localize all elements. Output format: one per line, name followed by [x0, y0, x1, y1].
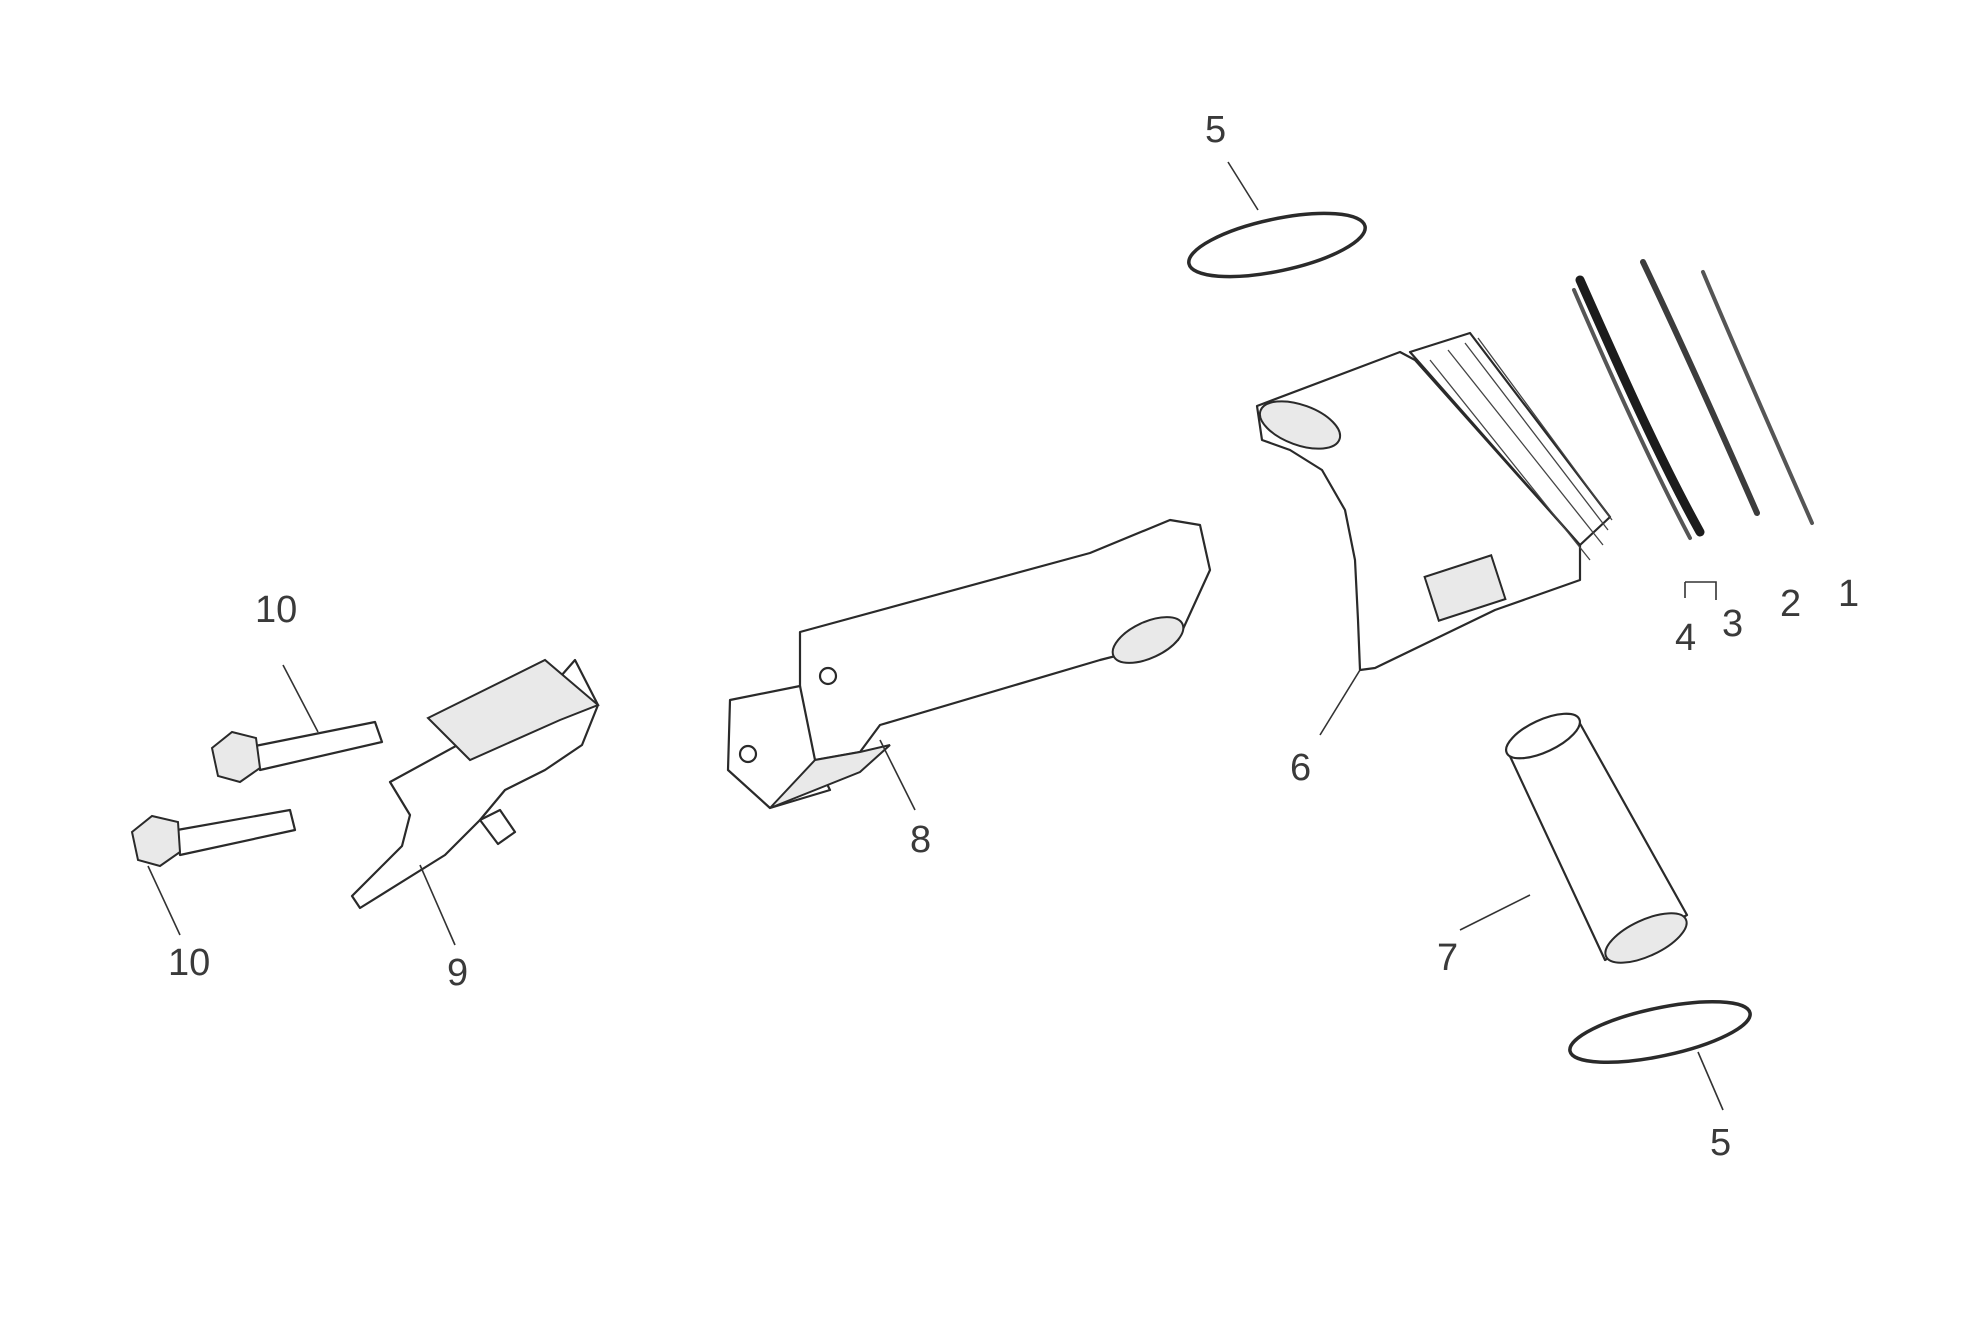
label-10-bottom: 10	[168, 942, 210, 984]
label-3: 3	[1722, 603, 1743, 645]
label-1: 1	[1838, 573, 1859, 615]
ring-1	[1701, 270, 1814, 525]
label-4: 4	[1675, 617, 1696, 659]
connecting-rod-bolt-top	[210, 664, 384, 784]
label-8: 8	[910, 819, 931, 861]
retaining-clip-top	[1187, 211, 1367, 279]
piston	[1255, 331, 1613, 736]
piston-rings	[1572, 259, 1814, 540]
label-9: 9	[447, 952, 468, 994]
label-7: 7	[1437, 937, 1458, 979]
connecting-rod-bolt-bottom	[130, 808, 297, 936]
ring-2	[1640, 259, 1760, 516]
retaining-clip-bottom	[1568, 999, 1752, 1065]
connecting-rod-cap	[350, 658, 600, 946]
label-5-top: 5	[1205, 109, 1226, 151]
piston-pin	[1459, 712, 1689, 964]
label-6: 6	[1290, 747, 1311, 789]
connecting-rod	[726, 518, 1212, 811]
ring-3	[1575, 275, 1705, 537]
label-10-top: 10	[255, 589, 297, 631]
label-2: 2	[1780, 583, 1801, 625]
label-5-bottom: 5	[1710, 1122, 1731, 1164]
ring-4	[1572, 288, 1692, 540]
